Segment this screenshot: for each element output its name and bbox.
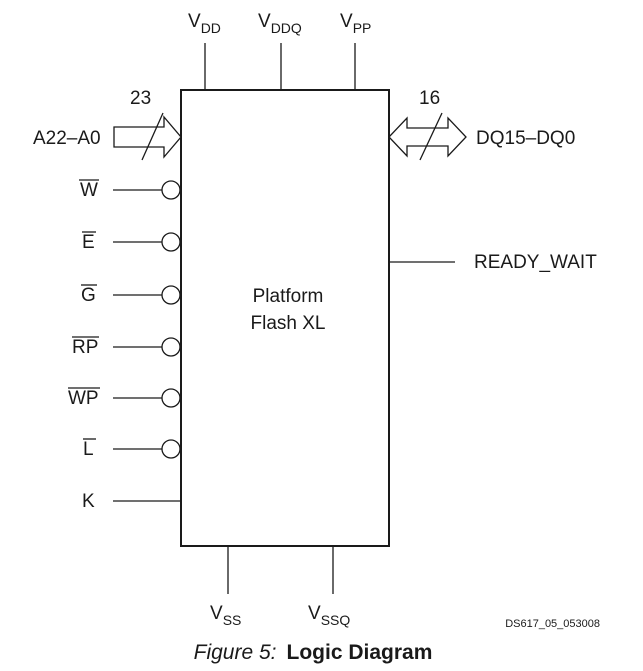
vpp-label: VPP	[340, 11, 371, 36]
address-bus-label: A22–A0	[33, 128, 101, 149]
g-inversion-bubble	[161, 285, 181, 305]
data-bus-arrow	[388, 116, 467, 158]
l-label: L	[83, 439, 94, 460]
g-label: G	[81, 285, 96, 306]
e-inversion-bubble	[161, 232, 181, 252]
w-label: W	[80, 180, 98, 201]
figure-id: DS617_05_053008	[505, 618, 600, 630]
rp-label: RP	[72, 337, 98, 358]
e-label: E	[82, 232, 95, 253]
l-inversion-bubble	[161, 439, 181, 459]
rp-inversion-bubble	[161, 337, 181, 357]
ready-wait-label: READY_WAIT	[474, 252, 597, 273]
data-bus-label: DQ15–DQ0	[476, 128, 575, 149]
address-bus-width: 23	[130, 88, 151, 109]
vdd-label: VDD	[188, 11, 221, 36]
vss-label: VSS	[210, 603, 241, 628]
caption-title: Logic Diagram	[287, 641, 433, 664]
address-bus-arrow	[113, 115, 182, 159]
vddq-label: VDDQ	[258, 11, 302, 36]
data-bus-slash	[419, 112, 443, 161]
vssq-label: VSSQ	[308, 603, 350, 628]
wp-inversion-bubble	[161, 388, 181, 408]
chip-body	[180, 89, 390, 547]
figure-caption: Figure 5: Logic Diagram	[194, 641, 433, 664]
data-bus-width: 16	[419, 88, 440, 109]
k-label: K	[82, 491, 95, 512]
caption-prefix: Figure 5:	[194, 641, 277, 664]
chip-name-line2: Flash XL	[251, 313, 326, 334]
wp-label: WP	[68, 388, 99, 409]
w-inversion-bubble	[161, 180, 181, 200]
chip-name-line1: Platform	[253, 286, 324, 307]
address-bus-slash	[141, 112, 164, 161]
